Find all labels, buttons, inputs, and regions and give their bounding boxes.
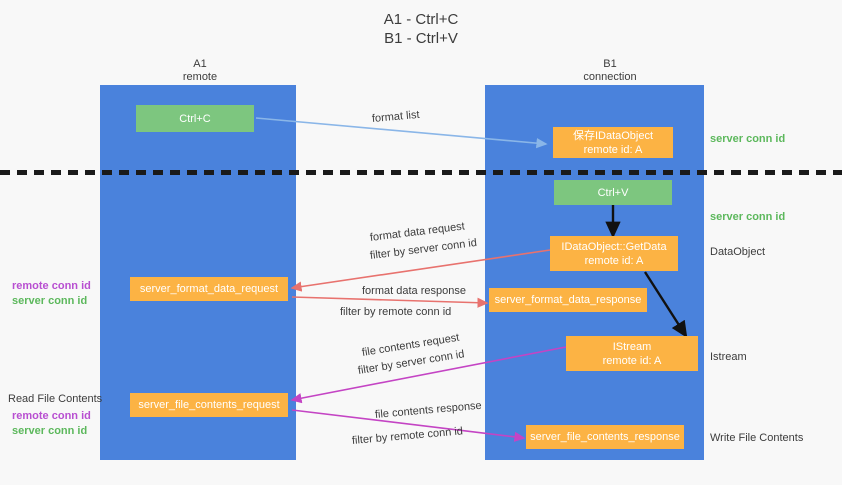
label-format-data-response-filter-value: remote conn id (378, 306, 452, 318)
box-ctrl-v[interactable]: Ctrl+V (554, 180, 672, 205)
box-ctrl-c-label: Ctrl+C (179, 112, 211, 125)
column-a1-name: A1 (193, 58, 207, 70)
label-file-contents-response-filter-value: remote conn id (389, 425, 464, 444)
box-istream-line2: remote id: A (602, 354, 662, 367)
annotation-dataobject: DataObject (710, 246, 766, 258)
diagram-title: A1 - Ctrl+C B1 - Ctrl+V (0, 10, 842, 48)
label-format-data-request-filter-prefix: filter by (369, 245, 409, 262)
box-ctrl-v-label: Ctrl+V (597, 186, 629, 199)
annotation-server-conn-id-top: server conn id (710, 133, 786, 145)
label-file-contents-response-filter: filter by remote conn id (351, 424, 463, 448)
label-format-data-response: format data response (362, 285, 466, 297)
annotation-format-remote-conn-id: remote conn id (12, 280, 91, 292)
box-server-format-data-request-label: server_format_data_request (139, 283, 279, 295)
column-header-b1: B1 connection (520, 58, 700, 84)
annotation-istream: Istream (710, 351, 747, 363)
label-file-contents-response: file contents response (374, 399, 483, 421)
column-b1-name: B1 (603, 58, 617, 70)
label-format-data-request-filter-value: server conn id (407, 236, 478, 258)
box-save-idataobject-line1: 保存IDataObject (572, 129, 654, 142)
label-format-data-response-filter-prefix: filter by (340, 306, 379, 318)
box-server-file-contents-request-label: server_file_contents_request (138, 399, 280, 411)
column-b1-sub: connection (583, 71, 637, 83)
box-server-file-contents-request[interactable]: server_file_contents_request (130, 393, 288, 417)
column-a1-sub: remote (182, 71, 218, 83)
box-save-idataobject[interactable]: 保存IDataObject remote id: A (553, 127, 673, 158)
box-idataobject-getdata[interactable]: IDataObject::GetData remote id: A (550, 236, 678, 271)
title-line-1: A1 - Ctrl+C (383, 11, 459, 28)
annotation-read-file-contents: Read File Contents (8, 393, 103, 405)
box-server-file-contents-response-label: server_file_contents_response (530, 431, 680, 443)
box-save-idataobject-line2: remote id: A (583, 143, 643, 156)
box-server-format-data-response-label: server_format_data_response (494, 294, 642, 306)
box-ctrl-c[interactable]: Ctrl+C (136, 105, 254, 132)
box-server-format-data-response[interactable]: server_format_data_response (489, 288, 647, 312)
box-istream-line1: IStream (612, 340, 652, 353)
box-getdata-line1: IDataObject::GetData (561, 240, 667, 253)
box-server-file-contents-response[interactable]: server_file_contents_response (526, 425, 684, 449)
annotation-write-file-contents: Write File Contents (710, 432, 804, 444)
annotation-server-conn-id-mid: server conn id (710, 211, 786, 223)
box-getdata-line2: remote id: A (584, 254, 644, 267)
label-format-list: format list (371, 108, 421, 125)
label-file-contents-request-filter-prefix: filter by (357, 359, 397, 377)
title-line-2: B1 - Ctrl+V (384, 30, 458, 47)
annotation-file-server-conn-id: server conn id (12, 425, 88, 437)
divider-dashed-line (0, 170, 842, 175)
label-format-data-response-filter: filter by remote conn id (340, 305, 451, 319)
column-header-a1: A1 remote (120, 58, 280, 84)
annotation-format-server-conn-id: server conn id (12, 295, 88, 307)
box-istream[interactable]: IStream remote id: A (566, 336, 698, 371)
box-server-format-data-request[interactable]: server_format_data_request (130, 277, 288, 301)
annotation-file-remote-conn-id: remote conn id (12, 410, 91, 422)
label-file-contents-response-filter-prefix: filter by (351, 431, 391, 447)
